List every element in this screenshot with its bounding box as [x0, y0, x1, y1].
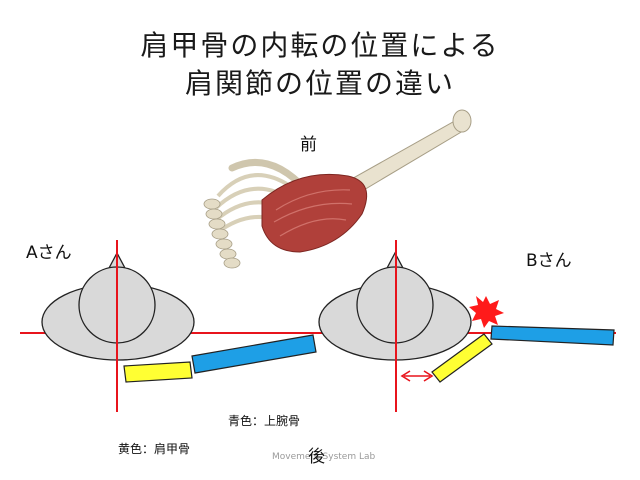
humerus-legend: 青色：上腕骨: [228, 414, 301, 428]
person-a-humerus: [191, 334, 317, 374]
title-line-1: 肩甲骨の内転の位置による: [140, 29, 500, 62]
person-b-label: Bさん: [526, 251, 572, 271]
watermark: Movement System Lab: [272, 452, 376, 462]
title-line-2: 肩関節の位置の違い: [184, 67, 455, 100]
person-b-scapula: [431, 333, 493, 383]
person-b-humerus: [490, 325, 615, 346]
shoulder-anatomy-illustration: [203, 109, 472, 269]
distance-arrow: [400, 370, 434, 382]
person-a-label: Aさん: [26, 243, 72, 263]
scapula-legend: 黄色：肩甲骨: [118, 442, 191, 456]
impingement-burst-icon: [469, 296, 504, 328]
back-label: 後: [308, 447, 325, 467]
front-label: 前: [300, 135, 317, 155]
person-a-scapula: [123, 361, 193, 383]
